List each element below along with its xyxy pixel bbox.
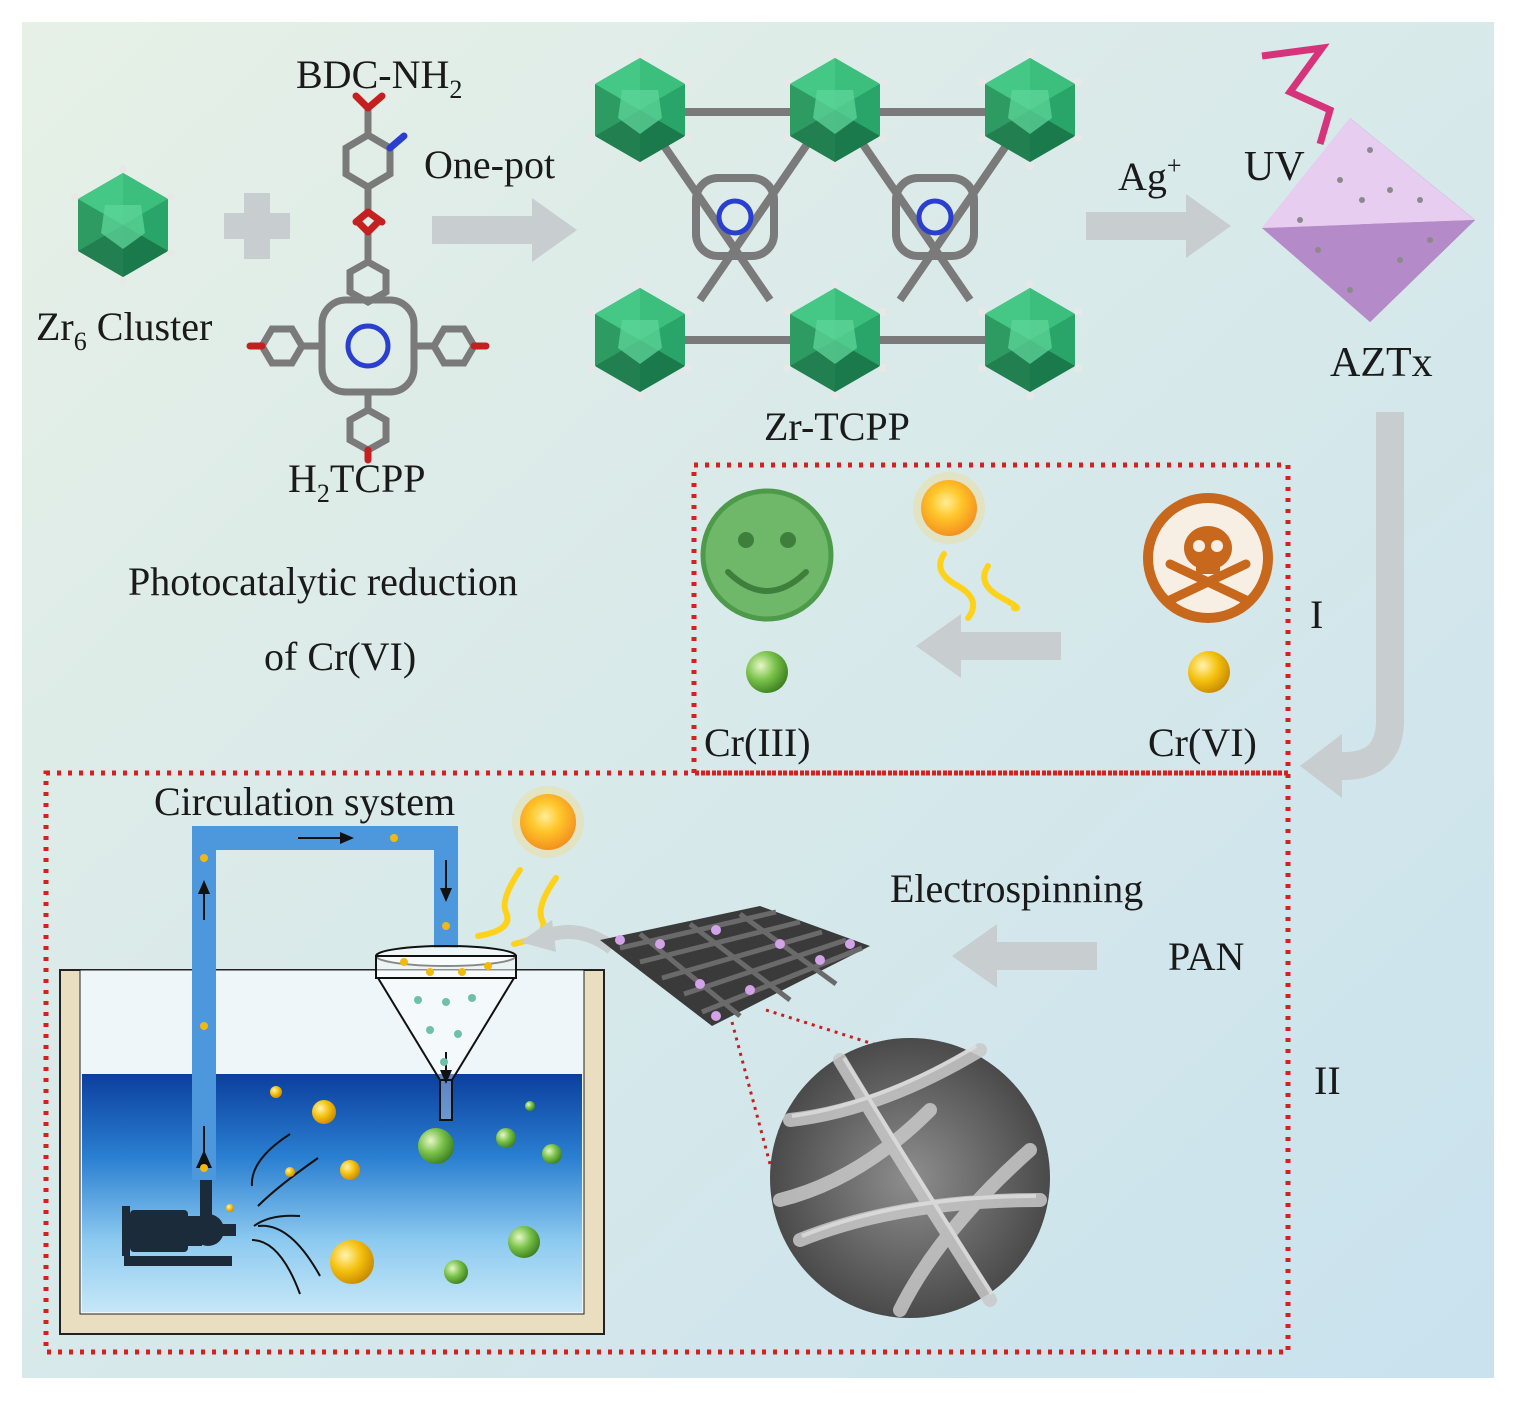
box-i-border — [691, 462, 1291, 776]
photocatalytic-label-line1: Photocatalytic reduction — [128, 559, 518, 604]
plus-icon — [224, 193, 290, 259]
flow-arrows — [250, 1133, 321, 1295]
sem-image-icon — [770, 1038, 1050, 1318]
cr3-ball — [746, 651, 788, 693]
h2tcpp-label: H2TCPP — [288, 456, 426, 508]
one-pot-label: One-pot — [424, 142, 555, 187]
pan-label: PAN — [1168, 934, 1244, 979]
smiley-icon — [700, 488, 834, 622]
sun-rays-box-i — [937, 551, 1020, 621]
porphyrin-icon — [246, 218, 490, 464]
cr6-label: Cr(VI) — [1148, 720, 1257, 765]
pump-icon — [122, 1180, 236, 1266]
box-ii-border — [43, 770, 1291, 1355]
skull-icon — [1143, 493, 1273, 623]
bdc-nh2-label: BDC-NH2 — [296, 52, 462, 104]
uv-label: UV — [1244, 144, 1305, 190]
zr-tcpp-label: Zr-TCPP — [764, 404, 910, 449]
cr3-label: Cr(III) — [704, 720, 811, 765]
electrospinning-label: Electrospinning — [890, 866, 1143, 911]
uv-bolt-icon — [1261, 43, 1335, 145]
funnel-icon — [375, 945, 517, 1121]
sun-icon — [913, 472, 985, 544]
mof-framework-icon — [588, 50, 1082, 400]
ag-label: Ag+ — [1118, 151, 1182, 199]
sem-zoom-lines — [730, 1008, 887, 1165]
aztx-label: AZTx — [1330, 340, 1433, 386]
circulation-pipe — [192, 826, 458, 1180]
zr6-cluster-label: Zr6 Cluster — [36, 304, 212, 356]
water-tank — [59, 969, 605, 1335]
roman-i-label: I — [1310, 592, 1323, 637]
curved-down-arrow — [1300, 412, 1404, 798]
membrane-icon — [600, 906, 870, 1026]
roman-ii-label: II — [1314, 1058, 1341, 1103]
photocatalytic-label-line2: of Cr(VI) — [264, 634, 416, 679]
cr6-ball — [1188, 651, 1230, 693]
water-particles — [226, 1086, 562, 1284]
circulation-label: Circulation system — [154, 779, 455, 824]
octahedron-icon — [1262, 118, 1475, 322]
sun-icon-circulation — [512, 786, 584, 858]
